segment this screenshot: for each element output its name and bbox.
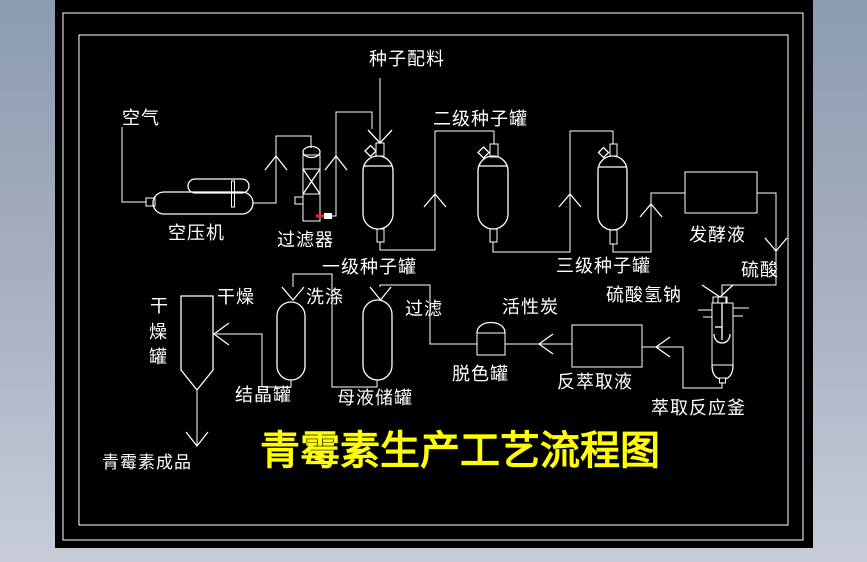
- arrow-down-icon: [369, 286, 392, 302]
- crystallizer-label: 结晶罐: [235, 385, 292, 405]
- pipes: [121, 78, 777, 446]
- compressor-label: 空压机: [168, 223, 225, 243]
- seed-tank-3-label: 三级种子罐: [556, 256, 651, 276]
- seed-tank-1-label: 一级种子罐: [322, 257, 417, 277]
- mother-liquor-tank-label: 母液储罐: [337, 388, 413, 408]
- extraction-reactor-label: 萃取反应釜: [651, 398, 746, 418]
- compressor-body-lower: [152, 191, 254, 215]
- sodium-bisulfate-label: 硫酸氢钠: [606, 285, 682, 305]
- tank-bottom-nozzle: [609, 229, 618, 245]
- fermentation-broth-label: 发酵液: [689, 225, 746, 245]
- tank-top-nozzle: [609, 143, 618, 157]
- tank-body: [477, 155, 509, 230]
- extraction-reactor-symbol: [698, 296, 749, 384]
- arrow-left-icon: [537, 333, 554, 355]
- arrow-up-icon: [558, 192, 582, 208]
- crystallizer-symbol: [276, 301, 306, 381]
- tank-body: [362, 155, 394, 230]
- arrow-up-icon: [423, 192, 447, 208]
- pipe-air-inlet: [121, 127, 146, 203]
- arrow-up-icon: [324, 154, 348, 171]
- back-extract-box: [571, 324, 643, 368]
- decolor-tank-symbol: [476, 321, 506, 356]
- dryer-label-char: 燥: [149, 322, 168, 342]
- labels: 空气 种子配料 空压机 过滤器 一级种子罐 二级种子罐 三级种子罐 发酵液 硫酸…: [102, 49, 779, 473]
- filtration-label: 过滤: [405, 299, 443, 319]
- pipe-decolor-to-mother-liquor: [379, 284, 477, 345]
- product-label: 青霉素成品: [102, 453, 192, 472]
- tank-valve-diamond: [597, 146, 610, 159]
- pipe-tank3-to-fermenter: [612, 192, 685, 253]
- pipe-crystallizer-to-dryer: [216, 333, 292, 388]
- arrow-down-icon: [281, 286, 305, 302]
- compressor-body-upper: [187, 178, 250, 194]
- filter-packing-box: [302, 168, 321, 195]
- activated-carbon-label: 活性炭: [502, 297, 559, 317]
- pipe-compressor-to-filter: [253, 135, 312, 204]
- sulfuric-acid-label: 硫酸: [741, 260, 779, 280]
- arrow-left-icon: [654, 336, 671, 358]
- dryer-label-char: 干: [150, 296, 169, 316]
- pipe-tank2-to-tank3: [492, 130, 614, 253]
- seed-tank-2-label: 二级种子罐: [433, 109, 528, 129]
- filter-dome: [302, 145, 321, 159]
- arrow-up-icon: [639, 202, 663, 218]
- mother-liquor-tank-symbol: [362, 299, 393, 381]
- back-extract-label: 反萃取液: [557, 372, 633, 392]
- reactor-bottom-nozzle: [718, 377, 727, 384]
- arrow-down-icon: [185, 431, 209, 448]
- seed-tank-2-symbol: [477, 143, 509, 243]
- tank-valve-diamond: [364, 144, 377, 158]
- seed-tank-1-symbol: [362, 142, 394, 243]
- arrow-down-icon: [701, 284, 734, 298]
- drying-label: 干燥: [217, 287, 255, 307]
- air-filter-label: 过滤器: [277, 230, 334, 250]
- compressor-symbol: [145, 178, 254, 215]
- arrow-down-icon: [764, 237, 788, 253]
- reactor-bottom-cone: [711, 364, 734, 380]
- filter-outlet-nozzle: [324, 213, 332, 219]
- flow-arrows: [185, 129, 788, 448]
- pipe-fermenter-to-reactor: [721, 192, 777, 296]
- pipe-reactor-to-extract-box: [642, 346, 723, 389]
- agitator-anchor: [713, 333, 731, 344]
- pipe-mother-liquor-to-crystallizer: [292, 273, 378, 388]
- diagram-title: 青霉素生产工艺流程图: [260, 428, 660, 473]
- tank-top-nozzle: [489, 143, 499, 158]
- pipe-filter-to-tank1: [332, 111, 373, 217]
- filter-drain-nozzle: [294, 196, 304, 205]
- fermenter-box: [684, 171, 758, 214]
- tank-top-nozzle: [375, 142, 385, 157]
- dryer-symbol: [180, 295, 214, 392]
- tank-bottom-nozzle: [489, 228, 498, 243]
- decolor-body: [476, 332, 506, 356]
- tank-valve-diamond: [477, 146, 490, 159]
- arrow-up-icon: [264, 154, 288, 171]
- washing-label: 洗涤: [306, 287, 344, 307]
- decolor-dome: [476, 321, 506, 334]
- compressor-inlet-nozzle: [145, 197, 156, 207]
- seed-feed-label: 种子配料: [369, 49, 445, 69]
- pipe-tank1-to-tank2: [379, 130, 495, 251]
- reactor-top-flange: [712, 296, 728, 304]
- seed-tank-3-symbol: [597, 143, 628, 245]
- air-label: 空气: [122, 108, 160, 128]
- compressor-rod: [230, 180, 236, 208]
- decolor-tank-label: 脱色罐: [452, 364, 509, 384]
- arrow-left-icon: [212, 322, 230, 346]
- air-filter-symbol: [294, 145, 332, 222]
- tank-bottom-nozzle: [376, 228, 385, 243]
- filter-body: [302, 154, 321, 222]
- drawing-frame: [62, 12, 804, 541]
- dryer-label-char: 罐: [149, 347, 168, 367]
- drawing-canvas: [55, 0, 813, 548]
